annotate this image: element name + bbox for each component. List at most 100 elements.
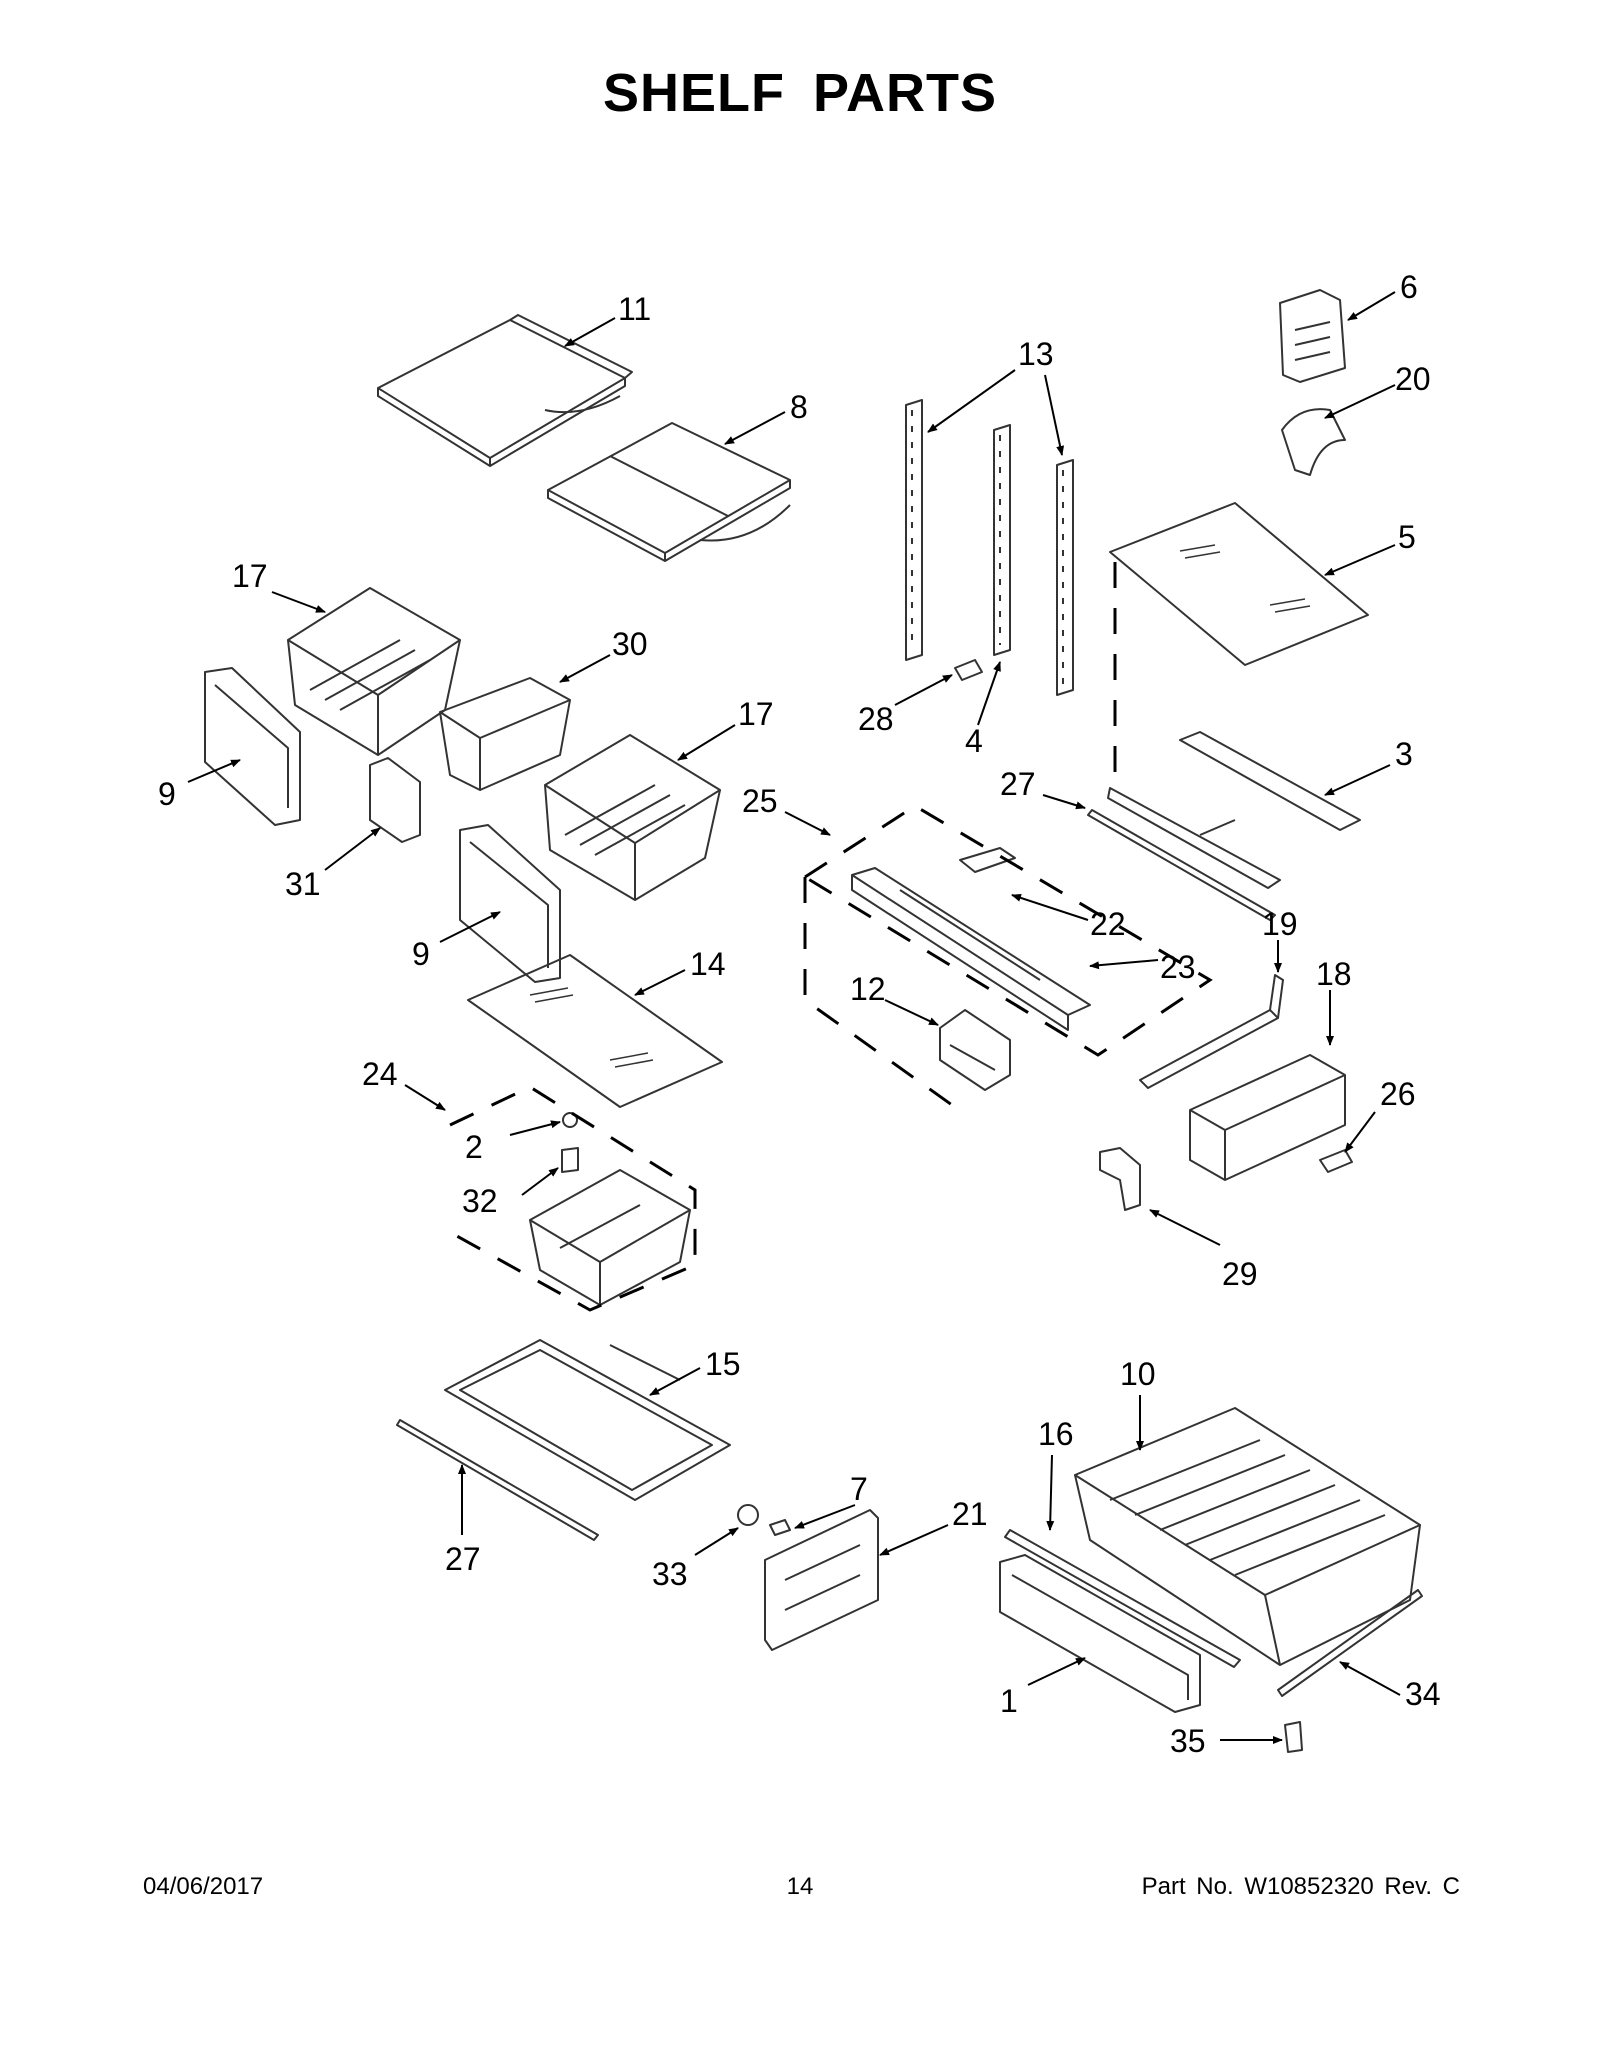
leader-21 (879, 1524, 949, 1556)
leader-5 (1324, 544, 1396, 576)
callout-16: 16 (1038, 1416, 1074, 1452)
leader-27a (1042, 794, 1086, 810)
callout-29: 29 (1222, 1256, 1258, 1292)
leader-23 (1089, 959, 1159, 970)
leader-17b (677, 724, 736, 761)
glass-panel-part-5 (1109, 502, 1369, 666)
leader-3 (1324, 764, 1391, 796)
rail-part-13b (993, 424, 1011, 656)
part-12 (939, 1009, 1011, 1091)
shelf-part-8 (547, 422, 791, 562)
screw-part-26 (1319, 1149, 1353, 1173)
leader-12 (884, 999, 939, 1026)
callout-27-lower: 27 (445, 1541, 481, 1577)
callout-22: 22 (1090, 906, 1126, 942)
clip-part-29 (1099, 1147, 1141, 1211)
callout-9-middle: 9 (412, 936, 430, 972)
freezer-basket-part-10 (1074, 1407, 1421, 1666)
screw-part-28 (954, 659, 983, 681)
part-31 (369, 757, 421, 843)
callout-14: 14 (690, 946, 726, 982)
strip-part-27-lower (396, 1419, 599, 1541)
bin-part-30 (439, 677, 571, 791)
callout-5: 5 (1398, 519, 1416, 555)
callout-28: 28 (858, 701, 894, 737)
shelf-part-11 (377, 314, 633, 467)
leader-13b (1044, 374, 1065, 456)
callout-17-middle: 17 (738, 696, 774, 732)
shelf-frame-part-3 (1107, 731, 1361, 889)
leader-26 (1344, 1111, 1376, 1153)
callout-11: 11 (618, 291, 651, 327)
callout-34: 34 (1405, 1676, 1441, 1712)
callout-8: 8 (790, 389, 808, 425)
leader-24 (404, 1084, 446, 1111)
leader-14 (634, 969, 686, 996)
callout-15: 15 (705, 1346, 741, 1382)
leader-28 (894, 674, 953, 706)
leader-7 (794, 1504, 856, 1529)
leader-6 (1347, 291, 1396, 321)
leader-30 (559, 654, 611, 683)
drawer-front-part-9b (459, 824, 561, 983)
callout-13: 13 (1018, 336, 1054, 372)
leader-9b (439, 911, 501, 943)
callout-33: 33 (652, 1556, 688, 1592)
callout-9-left: 9 (158, 776, 176, 812)
callout-17-upper: 17 (232, 558, 268, 594)
cover-part-6 (1279, 289, 1346, 383)
leader-11 (564, 317, 616, 347)
drawer-front-part-1 (999, 1554, 1201, 1713)
leader-20 (1324, 384, 1396, 419)
callout-7: 7 (850, 1471, 868, 1507)
callout-10: 10 (1120, 1356, 1156, 1392)
callout-23: 23 (1160, 949, 1196, 985)
callout-21: 21 (952, 1496, 988, 1532)
pan-assembly-part-24 (529, 1112, 691, 1306)
leader-2 (509, 1120, 561, 1136)
bracket-part-21 (764, 1509, 879, 1651)
strip-part-16 (1004, 1529, 1241, 1668)
callout-18: 18 (1316, 956, 1352, 992)
drawer-front-part-9a (204, 667, 301, 826)
leader-34 (1339, 1661, 1401, 1696)
callout-26: 26 (1380, 1076, 1416, 1112)
callout-30: 30 (612, 626, 648, 662)
assembly-outline-25 (802, 804, 1213, 1107)
footer-part-number: Part No. W10852320 Rev. C (1141, 1873, 1460, 1900)
leader-13a (927, 369, 1016, 433)
callout-27-upper: 27 (1000, 766, 1036, 802)
leader-31 (324, 827, 381, 871)
leader-9a (187, 759, 241, 783)
screw-part-35 (1284, 1721, 1303, 1753)
leader-17a (271, 591, 326, 613)
light-assembly-part-23 (851, 847, 1091, 1031)
cap-part-20 (1281, 408, 1346, 476)
glass-shelf-part-14 (467, 954, 723, 1108)
leader-33 (694, 1527, 739, 1556)
screw-part-7 (769, 1519, 791, 1536)
crisper-drawer-part-17a (287, 587, 461, 756)
leader-1 (1027, 1657, 1086, 1686)
leader-4 (977, 661, 1001, 726)
callout-4: 4 (965, 723, 983, 759)
callout-6: 6 (1400, 269, 1418, 305)
leader-16 (1046, 1454, 1055, 1531)
callout-24: 24 (362, 1056, 398, 1092)
callout-20: 20 (1395, 361, 1431, 397)
leader-22 (1011, 894, 1089, 921)
callout-31: 31 (285, 866, 321, 902)
callout-1: 1 (1000, 1683, 1018, 1719)
callout-32: 32 (462, 1183, 498, 1219)
leader-15 (649, 1367, 701, 1396)
callout-35: 35 (1170, 1723, 1206, 1759)
leader-8 (724, 411, 786, 445)
callout-12: 12 (850, 971, 886, 1007)
leader-29 (1149, 1209, 1221, 1246)
leader-25 (784, 811, 831, 836)
page-title: SHELF PARTS (602, 63, 997, 123)
housing-part-18 (1189, 1054, 1346, 1181)
crisper-drawer-part-17b (544, 734, 721, 901)
callout-25: 25 (742, 783, 778, 819)
footer-page-number: 14 (786, 1873, 814, 1900)
